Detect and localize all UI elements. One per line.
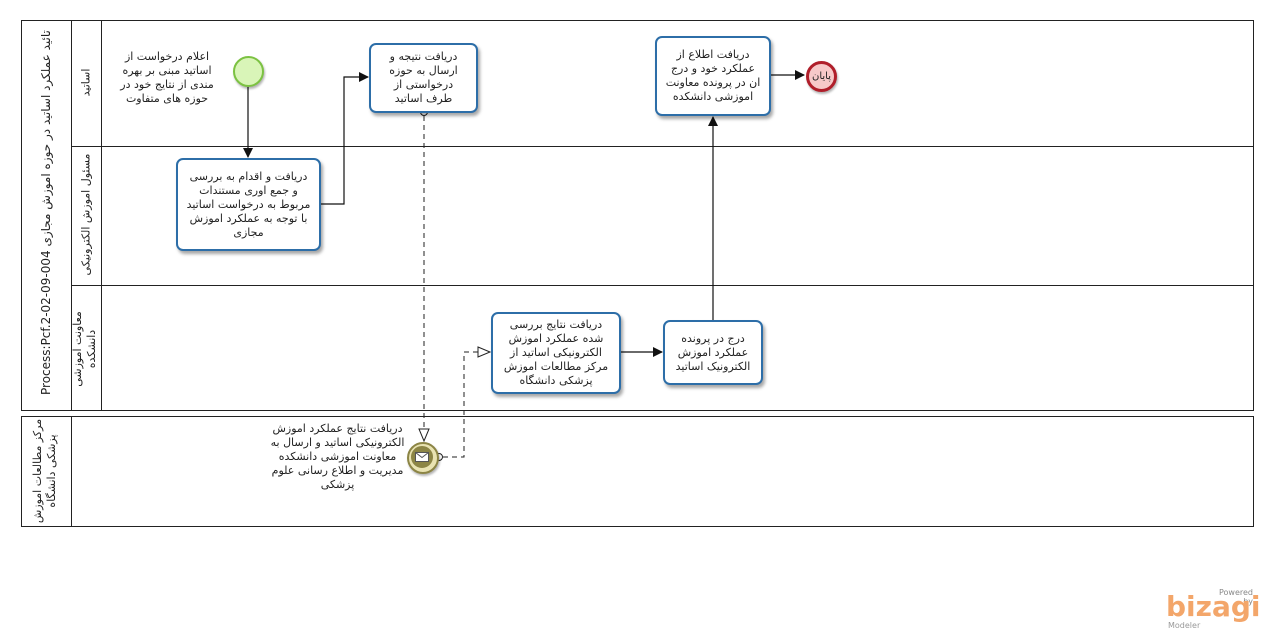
start-event[interactable] [233,56,264,87]
message-intermediate-event[interactable] [407,442,439,474]
task-receive-request[interactable]: دریافت و اقدام به بررسی و جمع اوری مستند… [176,158,321,251]
task-review-results[interactable]: دریافت نتایج بررسی شده عملکرد اموزش الکت… [491,312,621,394]
task-record-file[interactable]: درج در پرونده عملکرد اموزش الکترونیک اسا… [663,320,763,385]
center-pool [21,416,1254,527]
task-receive-notice[interactable]: دریافت اطلاع از عملکرد خود و درج ان در پ… [655,36,771,116]
lane-header-divider [101,20,102,411]
message-event-inner-ring [411,446,433,468]
flow-receive-to-send [321,72,369,205]
start-annotation: اعلام درخواست از اساتید مبنی بر بهره مند… [120,50,214,105]
bizagi-logo: bizagi [1166,590,1261,623]
msgflow-center-to-deputy [443,352,490,458]
lane-divider-1 [71,146,1254,147]
end-event-label: پایان [811,71,831,82]
envelope-icon [415,452,429,462]
pool-header-divider [71,20,72,411]
message-event-annotation: دریافت نتایج عملکرد اموزش الکترونیکی اسا… [270,422,405,491]
lane-divider-2 [71,285,1254,286]
branding-powered-text: Powered by [1218,588,1253,606]
main-pool [21,20,1254,411]
end-event[interactable]: پایان [806,61,837,92]
center-pool-header-divider [71,416,72,527]
task-send-result[interactable]: دریافت نتیجه و ارسال به حوزه درخواستی از… [369,43,478,113]
branding-product-text: Modeler [1168,621,1201,630]
